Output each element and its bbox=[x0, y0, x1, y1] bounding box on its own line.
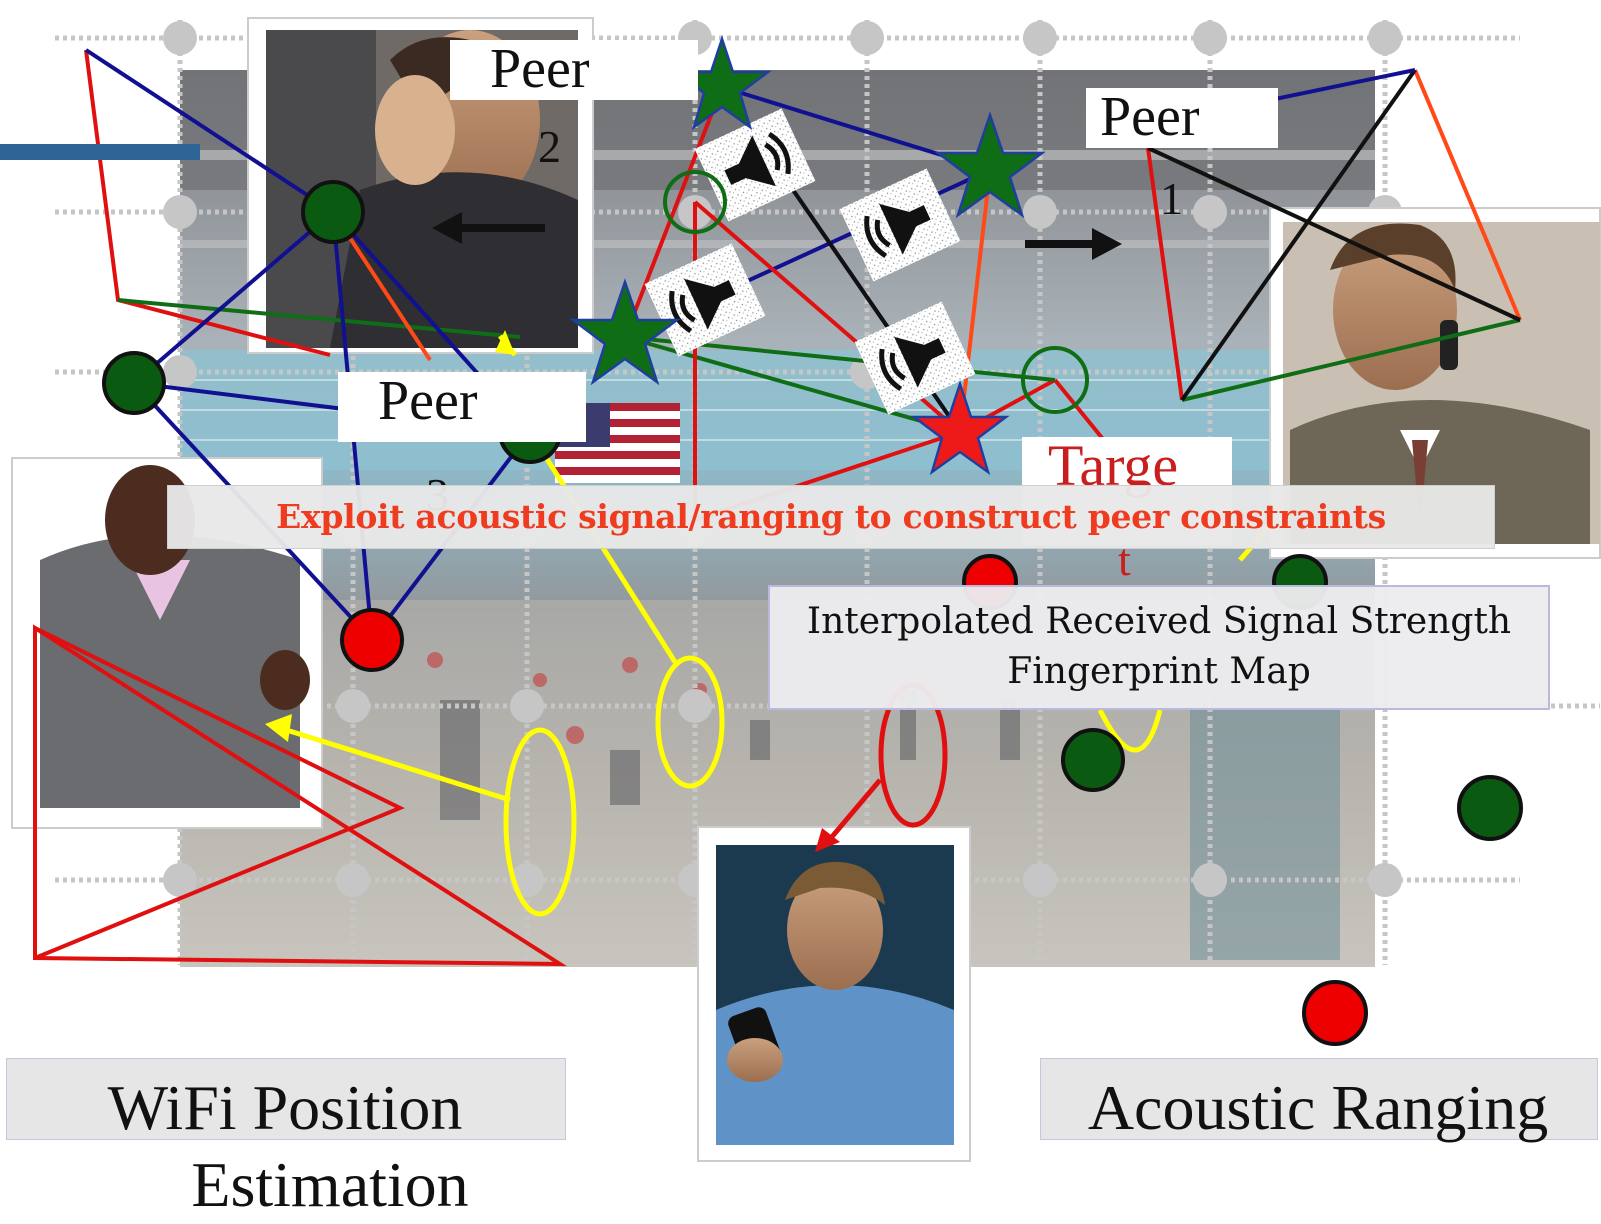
wifi-ellipse-1 bbox=[503, 727, 577, 917]
speaker-icon bbox=[854, 301, 976, 415]
wifi-ellipse-2 bbox=[655, 655, 725, 789]
rss-map-line2: Fingerprint Map bbox=[1007, 651, 1311, 692]
speaker-icon bbox=[644, 243, 766, 357]
wifi-caption-background bbox=[6, 1058, 566, 1140]
slide-rule bbox=[0, 144, 200, 160]
red-node bbox=[1302, 980, 1368, 1046]
peer1-number: 1 bbox=[1160, 173, 1183, 224]
candidate-circles bbox=[663, 170, 1089, 414]
acoustic-caption: Acoustic Ranging bbox=[1087, 1072, 1549, 1143]
peer1-label: Peer bbox=[1086, 88, 1278, 148]
wifi-caption-line2: Estimation bbox=[191, 1148, 469, 1220]
green-node bbox=[1061, 728, 1125, 792]
acoustic-caption-background bbox=[1040, 1058, 1598, 1140]
green-node bbox=[1457, 775, 1523, 841]
red-arrowhead-icon bbox=[815, 828, 840, 852]
yellow-arrowhead-icon-2 bbox=[495, 330, 515, 355]
green-node bbox=[301, 180, 365, 244]
wifi-caption-line1: WiFi Position bbox=[107, 1072, 463, 1143]
target-photo bbox=[697, 826, 971, 1162]
rss-map-line1: Interpolated Received Signal Strength bbox=[806, 601, 1512, 642]
acoustic-banner: Exploit acoustic signal/ranging to const… bbox=[167, 485, 1495, 549]
green-node bbox=[102, 351, 166, 415]
rss-map-callout: Interpolated Received Signal Strength Fi… bbox=[768, 585, 1550, 710]
wifi-caption: WiFi Position Estimation bbox=[6, 1070, 564, 1224]
speaker-icon bbox=[839, 168, 961, 282]
peer3-label: Peer bbox=[338, 372, 586, 442]
peer2-label: Peer bbox=[450, 40, 698, 100]
constraint-lines bbox=[33, 48, 1522, 967]
red-node bbox=[340, 608, 404, 672]
peer2-number: 2 bbox=[538, 121, 561, 172]
yellow-arrowhead-icon bbox=[265, 714, 292, 742]
arrow-icon bbox=[432, 212, 1122, 260]
